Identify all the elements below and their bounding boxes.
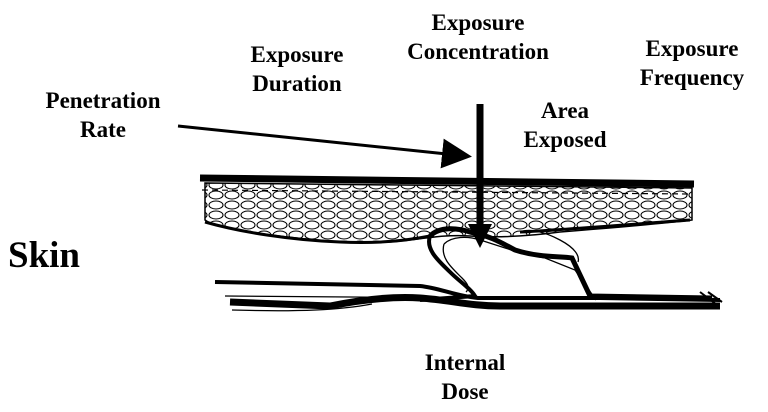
penetration-rate-label: Penetration Rate (28, 86, 178, 144)
exposure-concentration-label: Exposure Concentration (378, 8, 578, 66)
exposure-duration-label: Exposure Duration (228, 40, 366, 98)
exposure-frequency-label: Exposure Frequency (618, 34, 766, 92)
area-exposed-label: Area Exposed (500, 96, 630, 154)
internal-dose-label: Internal Dose (405, 348, 525, 406)
epidermis-layer (205, 183, 692, 242)
skin-label: Skin (8, 236, 98, 276)
follicle (430, 229, 712, 298)
penetration-arrow (178, 126, 466, 156)
